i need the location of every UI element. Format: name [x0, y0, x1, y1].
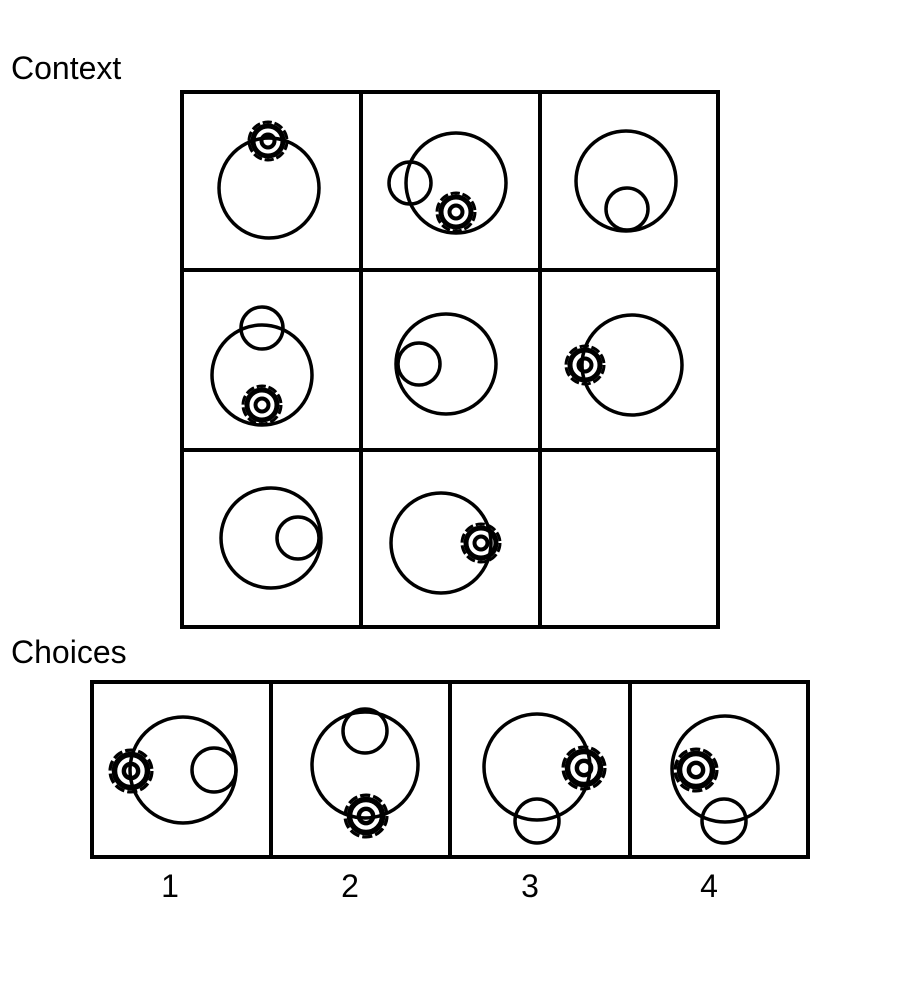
context-heading: Context: [11, 50, 122, 86]
choice-1[interactable]: [90, 680, 273, 859]
context-cell-1-2: [359, 90, 542, 272]
small-circle: [513, 797, 561, 845]
choice-number-3: 3: [521, 868, 539, 904]
large-circle: [389, 491, 493, 595]
choices-row: [90, 680, 810, 859]
context-cell-3-1: [180, 448, 363, 629]
large-circle: [404, 131, 508, 235]
choice-number-4: 4: [700, 868, 718, 904]
choice-number-1: 1: [161, 868, 179, 904]
small-circle: [190, 746, 238, 794]
large-circle: [310, 710, 420, 820]
context-cell-3-2: [359, 448, 542, 629]
context-cell-2-3: [538, 268, 720, 452]
large-circle: [394, 312, 498, 416]
choice-number-2: 2: [341, 868, 359, 904]
choice-3[interactable]: [448, 680, 632, 859]
large-circle: [217, 136, 321, 240]
context-cell-2-1: [180, 268, 363, 452]
large-circle: [670, 714, 780, 824]
context-cell-3-3-empty: [538, 448, 720, 629]
small-circle: [239, 305, 285, 351]
small-circle: [396, 341, 442, 387]
small-circle: [341, 707, 389, 755]
small-circle: [387, 160, 433, 206]
choice-2[interactable]: [269, 680, 452, 859]
context-cell-1-3: [538, 90, 720, 272]
small-circle: [700, 797, 748, 845]
small-circle: [275, 515, 321, 561]
large-circle: [580, 313, 684, 417]
large-circle: [219, 486, 323, 590]
context-cell-1-1: [180, 90, 363, 272]
context-cell-2-2: [359, 268, 542, 452]
context-grid: [180, 90, 720, 629]
small-circle: [604, 186, 650, 232]
choice-4[interactable]: [628, 680, 810, 859]
choices-heading: Choices: [11, 634, 127, 670]
